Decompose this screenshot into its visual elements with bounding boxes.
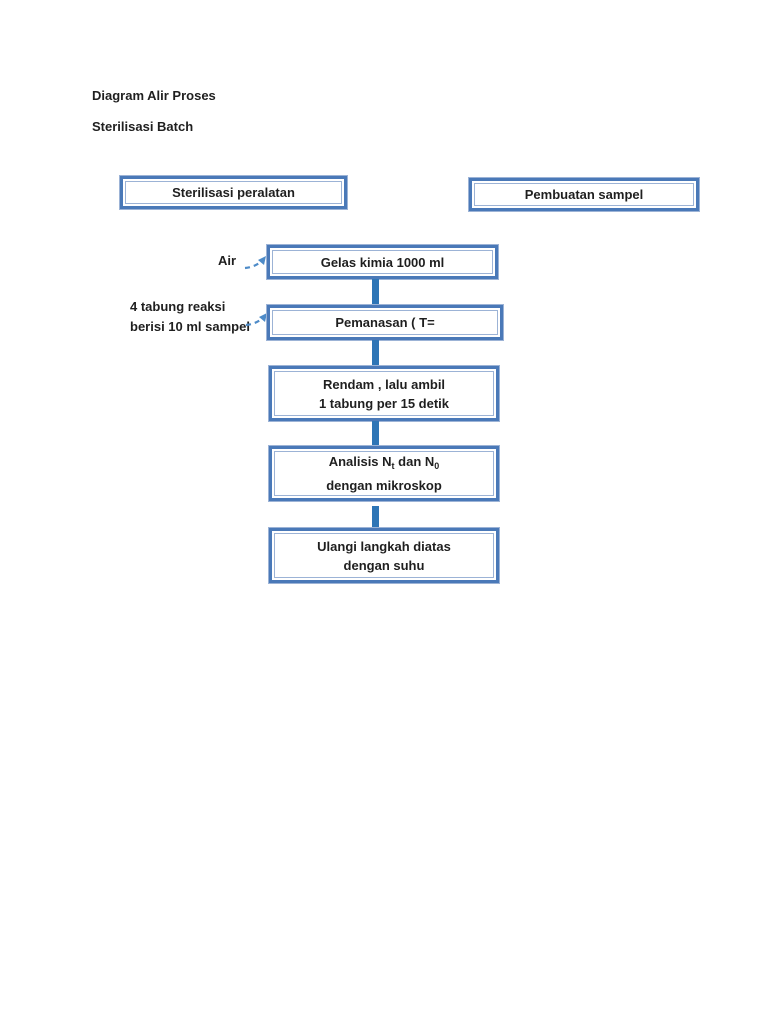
label-tabung-reaksi-line1: 4 tabung reaksi bbox=[130, 299, 226, 314]
box-ulangi-line2: dengan suhu bbox=[343, 557, 425, 573]
connector-line bbox=[372, 340, 379, 366]
box-ulangi-line1: Ulangi langkah diatas bbox=[317, 538, 451, 554]
box-analisis-line1: Analisis Nt dan N0 bbox=[329, 452, 440, 476]
connector-line bbox=[372, 506, 379, 528]
dashed-arrow-icon bbox=[244, 256, 266, 270]
box-rendam-line2: 1 tabung per 15 detik bbox=[318, 395, 450, 411]
box-pembuatan-sampel: Pembuatan sampel bbox=[469, 178, 699, 211]
box-sterilisasi-peralatan: Sterilisasi peralatan bbox=[120, 176, 347, 209]
box-sterilisasi-peralatan-label: Sterilisasi peralatan bbox=[172, 185, 295, 200]
connector-line bbox=[372, 421, 379, 446]
connector-line bbox=[372, 279, 379, 305]
page-subtitle: Sterilisasi Batch bbox=[92, 119, 194, 134]
box-pemanasan: Pemanasan ( T= bbox=[267, 305, 503, 340]
dashed-arrow-icon bbox=[245, 313, 267, 327]
box-gelas-kimia-label: Gelas kimia 1000 ml bbox=[320, 254, 445, 270]
label-air: Air bbox=[218, 253, 237, 268]
box-rendam: Rendam , lalu ambil 1 tabung per 15 deti… bbox=[269, 366, 499, 421]
analisis-middle: dan N bbox=[394, 454, 435, 469]
box-pemanasan-label: Pemanasan ( T= bbox=[335, 315, 435, 330]
label-tabung-reaksi-line2: berisi 10 ml sampel bbox=[130, 319, 250, 334]
analisis-subscript-0: 0 bbox=[434, 461, 440, 471]
analisis-subscript-t: t bbox=[391, 461, 395, 471]
analisis-prefix: Analisis N bbox=[328, 454, 392, 469]
page-title: Diagram Alir Proses bbox=[92, 88, 216, 103]
label-tabung-reaksi: 4 tabung reaksi berisi 10 ml sampel bbox=[130, 297, 250, 337]
box-analisis-line2: dengan mikroskop bbox=[326, 478, 442, 493]
box-pembuatan-sampel-label: Pembuatan sampel bbox=[524, 187, 644, 202]
box-analisis: Analisis Nt dan N0 dengan mikroskop bbox=[269, 446, 499, 501]
box-gelas-kimia: Gelas kimia 1000 ml bbox=[267, 245, 498, 279]
box-ulangi: Ulangi langkah diatas dengan suhu bbox=[269, 528, 499, 583]
box-rendam-line1: Rendam , lalu ambil bbox=[322, 376, 446, 392]
